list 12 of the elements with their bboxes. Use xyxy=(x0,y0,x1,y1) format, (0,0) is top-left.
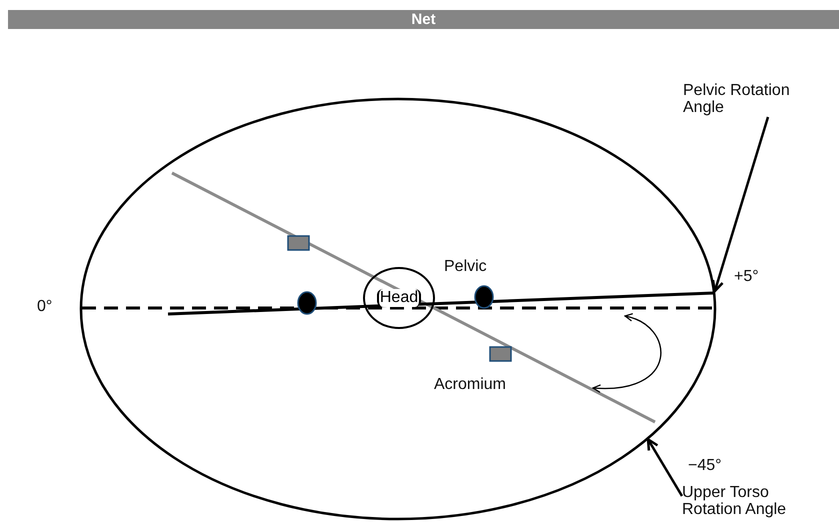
point-label: Acromium xyxy=(434,376,506,394)
angle-label: +5° xyxy=(734,268,759,286)
head-circle xyxy=(363,267,435,329)
callout-text: Upper Torso Rotation Angle xyxy=(682,484,832,518)
callout-text: Pelvic Rotation Angle xyxy=(683,82,833,116)
title-bar: Net xyxy=(8,10,839,29)
leader-arrow xyxy=(646,438,684,497)
point-label: Pelvic xyxy=(444,258,487,276)
leader-arrow xyxy=(712,116,770,292)
head-label: Head xyxy=(376,289,422,307)
angle-label: 0° xyxy=(37,298,52,316)
angle-label: −45° xyxy=(688,457,722,475)
